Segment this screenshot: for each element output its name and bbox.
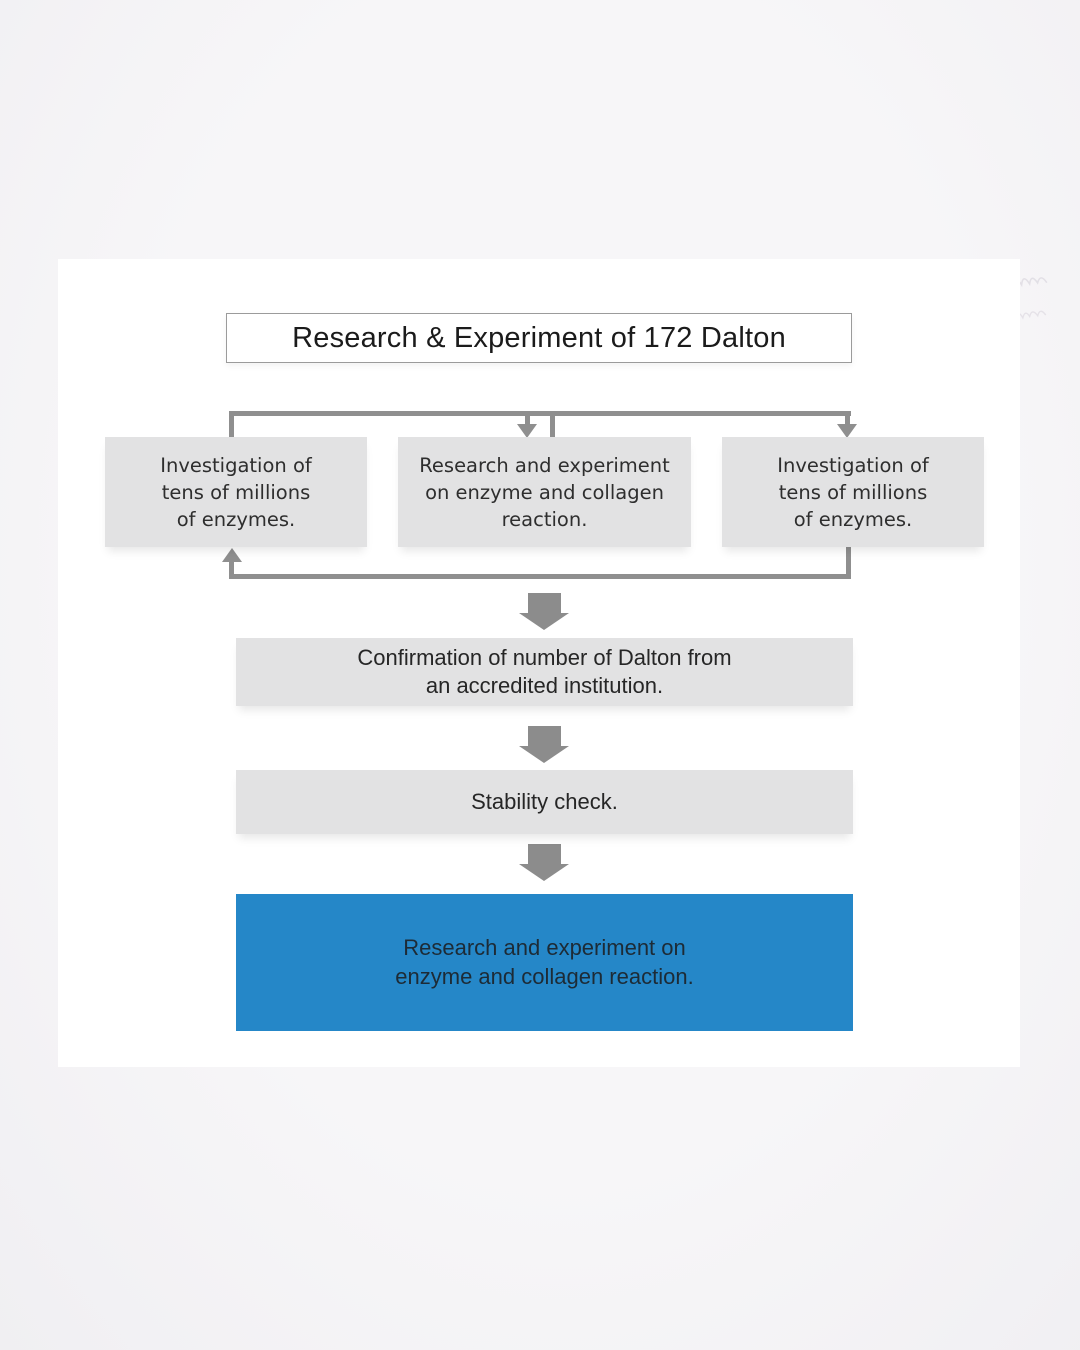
arrow-stem <box>527 593 561 613</box>
connector-line-bottom-right-drop <box>846 547 851 579</box>
process-box-investigation-left: Investigation of tens of millions of enz… <box>105 437 367 547</box>
arrow-stem <box>527 726 561 746</box>
box-text-line: reaction. <box>501 507 588 531</box>
process-box-investigation-right: Investigation of tens of millions of enz… <box>722 437 984 547</box>
connector-line-top-left-drop <box>229 411 234 437</box>
down-block-arrow-icon <box>519 593 569 630</box>
arrow-head <box>519 746 569 763</box>
connector-arrowhead-down-icon <box>517 424 537 438</box>
connector-arrowhead-down-icon <box>837 424 857 438</box>
box-text-line: Investigation of <box>777 453 929 477</box>
box-text-line: of enzymes. <box>793 507 913 531</box>
arrow-stem <box>527 844 561 864</box>
diagram-card: Research & Experiment of 172 Dalton Inve… <box>58 259 1020 1067</box>
box-text-line: Research and experiment <box>419 453 670 477</box>
box-text-line: on enzyme and collagen <box>425 480 664 504</box>
box-text-line: Investigation of <box>160 453 312 477</box>
arrow-head <box>519 864 569 881</box>
down-block-arrow-icon <box>519 726 569 763</box>
box-text-line: tens of millions <box>778 480 928 504</box>
connector-line-top-left <box>229 411 595 416</box>
down-block-arrow-icon <box>519 844 569 881</box>
box-text-line: enzyme and collagen reaction. <box>395 963 694 989</box>
connector-line-top-right <box>550 411 851 416</box>
connector-line-bottom-loop <box>229 574 851 579</box>
box-text-line: Confirmation of number of Dalton from <box>357 644 732 670</box>
connector-arrowhead-up-icon <box>222 548 242 562</box>
arrow-head <box>519 613 569 630</box>
process-box-research-center: Research and experiment on enzyme and co… <box>398 437 691 547</box>
connector-line-arrow-stem <box>845 416 850 425</box>
connector-line-arrow-stem <box>525 416 530 425</box>
diagram-title: Research & Experiment of 172 Dalton <box>292 321 786 354</box>
box-text-line: an accredited institution. <box>425 673 664 698</box>
box-text-line: of enzymes. <box>176 507 296 531</box>
step-box-final-highlighted: Research and experiment on enzyme and co… <box>236 894 853 1031</box>
box-text-line: tens of millions <box>161 480 311 504</box>
diagram-title-box: Research & Experiment of 172 Dalton <box>226 313 852 363</box>
connector-line-top-right-rise <box>550 411 555 437</box>
step-box-stability: Stability check. <box>236 770 853 834</box>
box-text-line: Stability check. <box>471 788 618 814</box>
box-text-line: Research and experiment on <box>403 935 686 960</box>
step-box-confirmation: Confirmation of number of Dalton from an… <box>236 638 853 706</box>
connector-line-bottom-left-rise <box>229 561 234 576</box>
